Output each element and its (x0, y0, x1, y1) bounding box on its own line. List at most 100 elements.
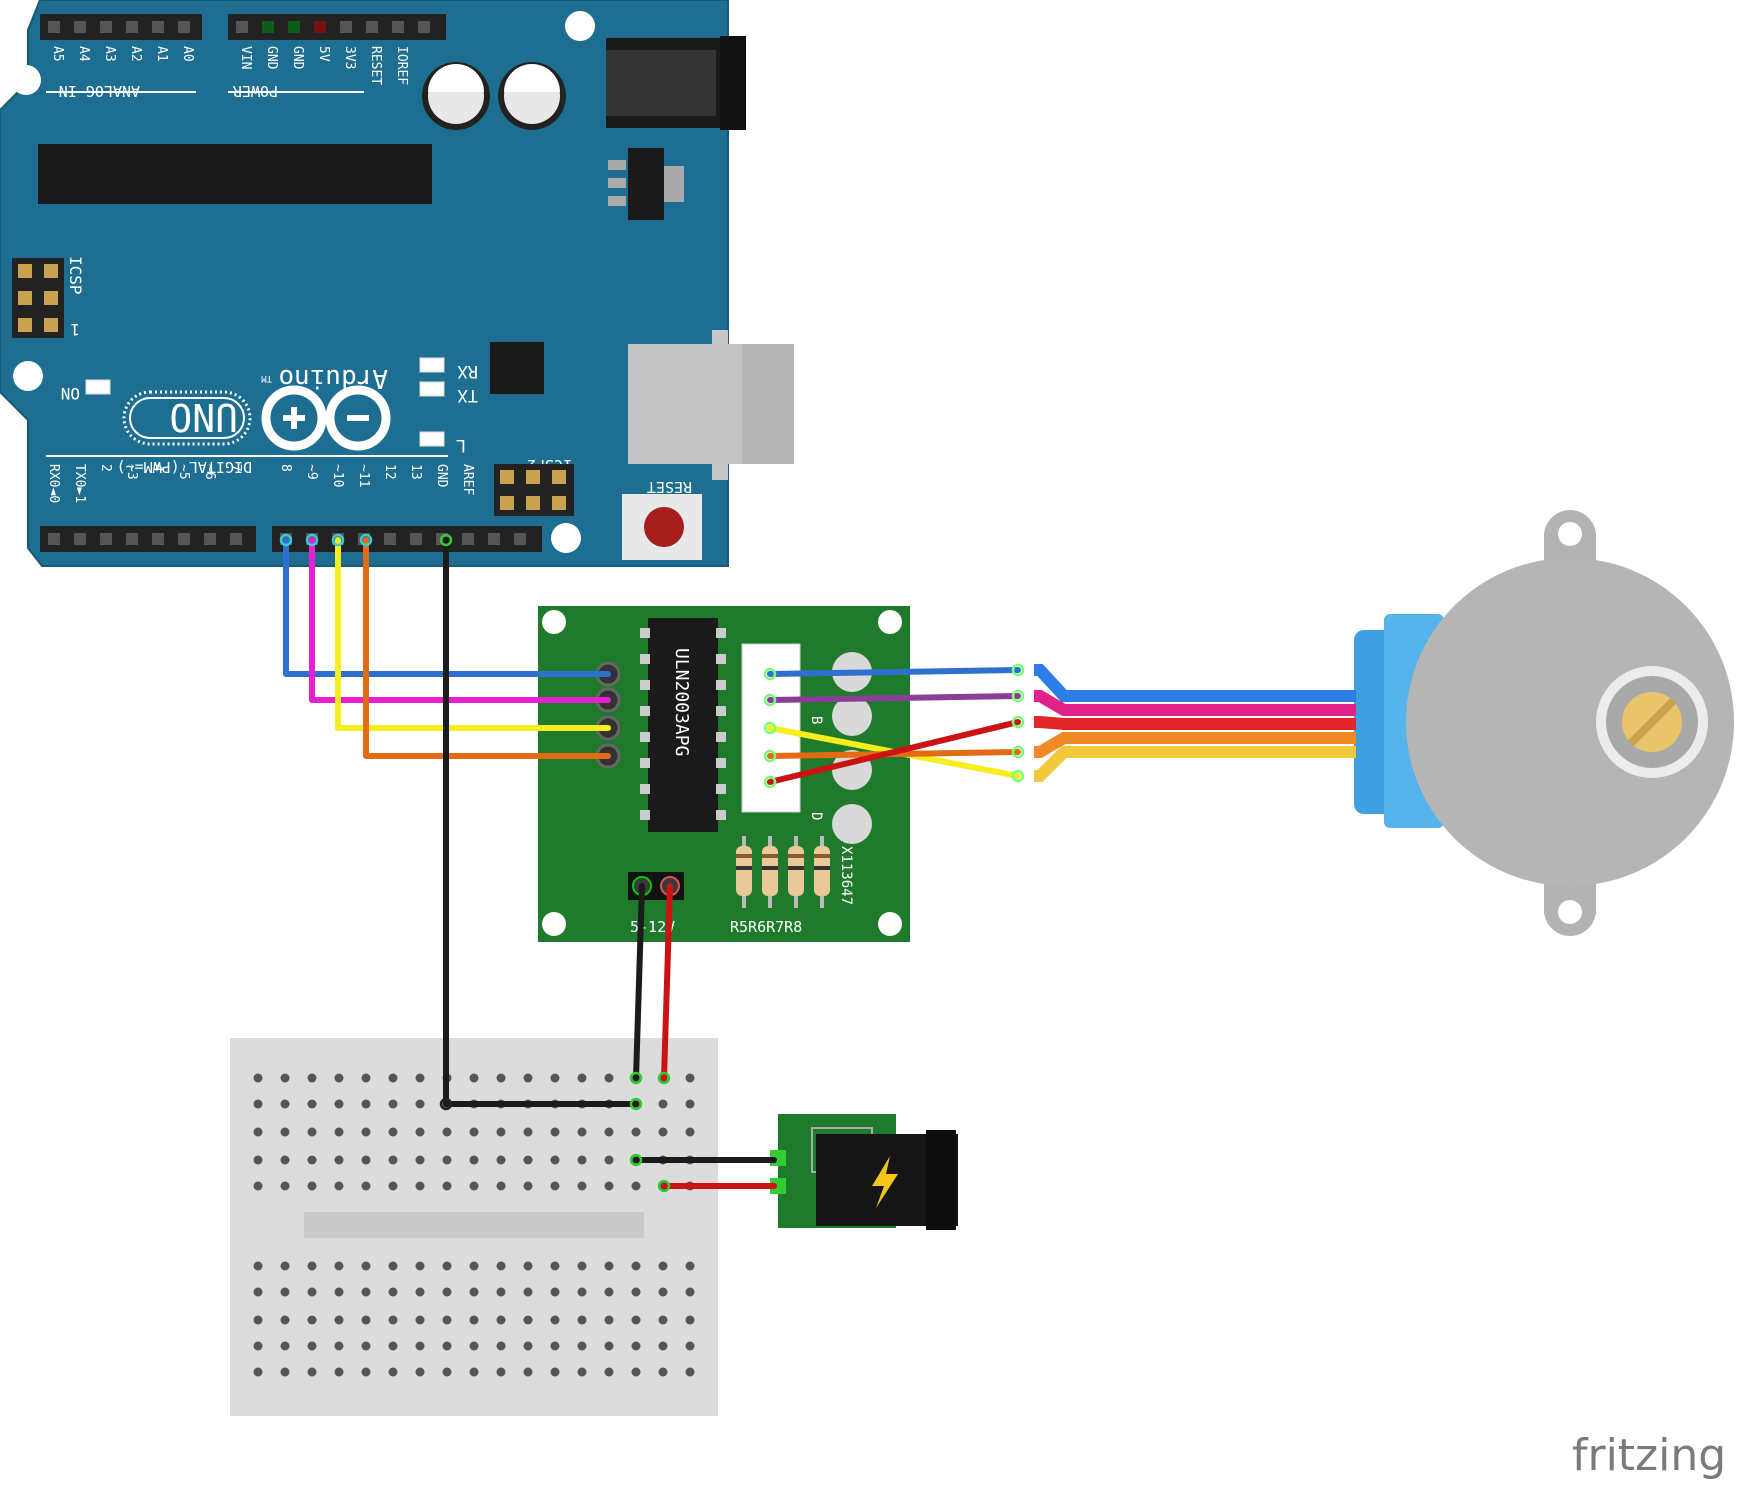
driver-power-pins (628, 872, 684, 900)
breadboard-hole (685, 1073, 695, 1083)
breadboard-hole (658, 1367, 668, 1377)
chip-pin (716, 654, 726, 664)
chip-pin (716, 732, 726, 742)
breadboard-hole (361, 1341, 371, 1351)
breadboard-hole (361, 1127, 371, 1137)
breadboard-hole (577, 1367, 587, 1377)
header-pin (314, 21, 326, 33)
wire-endpoint (439, 533, 453, 547)
breadboard-hole (388, 1287, 398, 1297)
breadboard-hole (496, 1367, 506, 1377)
wire-driver-vcc (661, 883, 673, 1081)
breadboard-hole (658, 1341, 668, 1351)
chip-pin (640, 810, 650, 820)
header-pin (230, 533, 242, 545)
breadboard-hole (658, 1315, 668, 1325)
breadboard (230, 1038, 718, 1416)
voltage-regulator (608, 148, 684, 220)
breadboard-hole (415, 1155, 425, 1165)
breadboard-hole (280, 1099, 290, 1109)
resistor (762, 836, 778, 908)
digital-pin-label: ~5 (176, 464, 191, 480)
breadboard-hole (685, 1099, 695, 1109)
mount-hole (11, 65, 41, 95)
l-label: L (456, 435, 466, 455)
breadboard-hole (658, 1099, 668, 1109)
breadboard-hole (604, 1073, 614, 1083)
breadboard-hole (604, 1261, 614, 1271)
breadboard-hole (442, 1341, 452, 1351)
wire-endpoint (763, 775, 777, 789)
breadboard-hole (523, 1367, 533, 1377)
digital-pin-label: TX0►1 (72, 464, 87, 503)
digital-pin-label: 7 (228, 464, 243, 472)
header-pin (178, 21, 190, 33)
led-label-d: D (808, 812, 824, 820)
digital-pin-label: ~10 (330, 464, 345, 487)
power-pin-label: IOREF (394, 46, 409, 85)
breadboard-hole (523, 1127, 533, 1137)
breadboard-hole (334, 1073, 344, 1083)
breadboard-hole (550, 1315, 560, 1325)
power-jack-module (770, 1114, 958, 1230)
breadboard-hole (307, 1099, 317, 1109)
breadboard-hole (577, 1181, 587, 1191)
header-pin (366, 21, 378, 33)
breadboard-hole (685, 1287, 695, 1297)
breadboard-hole (280, 1261, 290, 1271)
header-pin (410, 533, 422, 545)
on-label: ON (61, 384, 80, 403)
breadboard-hole (577, 1155, 587, 1165)
l-led (419, 431, 445, 447)
breadboard-hole (415, 1099, 425, 1109)
breadboard-hole (523, 1073, 533, 1083)
reset-button[interactable] (622, 494, 702, 560)
breadboard-hole (361, 1367, 371, 1377)
resistor (814, 836, 830, 908)
breadboard-hole (469, 1367, 479, 1377)
breadboard-hole (469, 1073, 479, 1083)
motor-lead (1034, 716, 1356, 730)
header-pin (418, 21, 430, 33)
header-pin (48, 533, 60, 545)
uno-badge (122, 390, 252, 446)
chip-pin (640, 680, 650, 690)
header-pin (100, 21, 112, 33)
breadboard-hole (523, 1315, 533, 1325)
breadboard-hole (307, 1127, 317, 1137)
wire-endpoint (305, 533, 319, 547)
breadboard-hole (469, 1127, 479, 1137)
header-pin (462, 533, 474, 545)
icsp-header (12, 258, 64, 338)
header-pin (340, 21, 352, 33)
breadboard-hole (388, 1261, 398, 1271)
analog-pin-label: A2 (128, 46, 143, 62)
dc-barrel-jack (606, 36, 746, 130)
breadboard-hole (388, 1367, 398, 1377)
wire-endpoint (1011, 663, 1025, 677)
breadboard-hole (496, 1315, 506, 1325)
breadboard-hole (496, 1261, 506, 1271)
chip-pin (716, 628, 726, 638)
chip-pin (716, 706, 726, 716)
wire-endpoint (439, 1097, 453, 1111)
breadboard-hole (577, 1127, 587, 1137)
breadboard-hole (550, 1127, 560, 1137)
digital-pin-label: AREF (460, 464, 475, 495)
breadboard-hole (253, 1155, 263, 1165)
breadboard-hole (550, 1261, 560, 1271)
header-pin (288, 21, 300, 33)
power-pin-label: RESET (368, 46, 383, 85)
digital-pin-label: ~6 (202, 464, 217, 480)
breadboard-hole (442, 1181, 452, 1191)
breadboard-hole (388, 1073, 398, 1083)
breadboard-hole (253, 1315, 263, 1325)
wire-pin8-in1 (283, 537, 611, 677)
breadboard-hole (334, 1261, 344, 1271)
stepper-motor (1034, 510, 1734, 936)
breadboard-hole (280, 1367, 290, 1377)
resistors-label: R5R6R7R8 (730, 918, 802, 936)
uno-label: UNO (169, 395, 238, 439)
wire-endpoint (629, 1153, 643, 1167)
breadboard-hole (469, 1261, 479, 1271)
